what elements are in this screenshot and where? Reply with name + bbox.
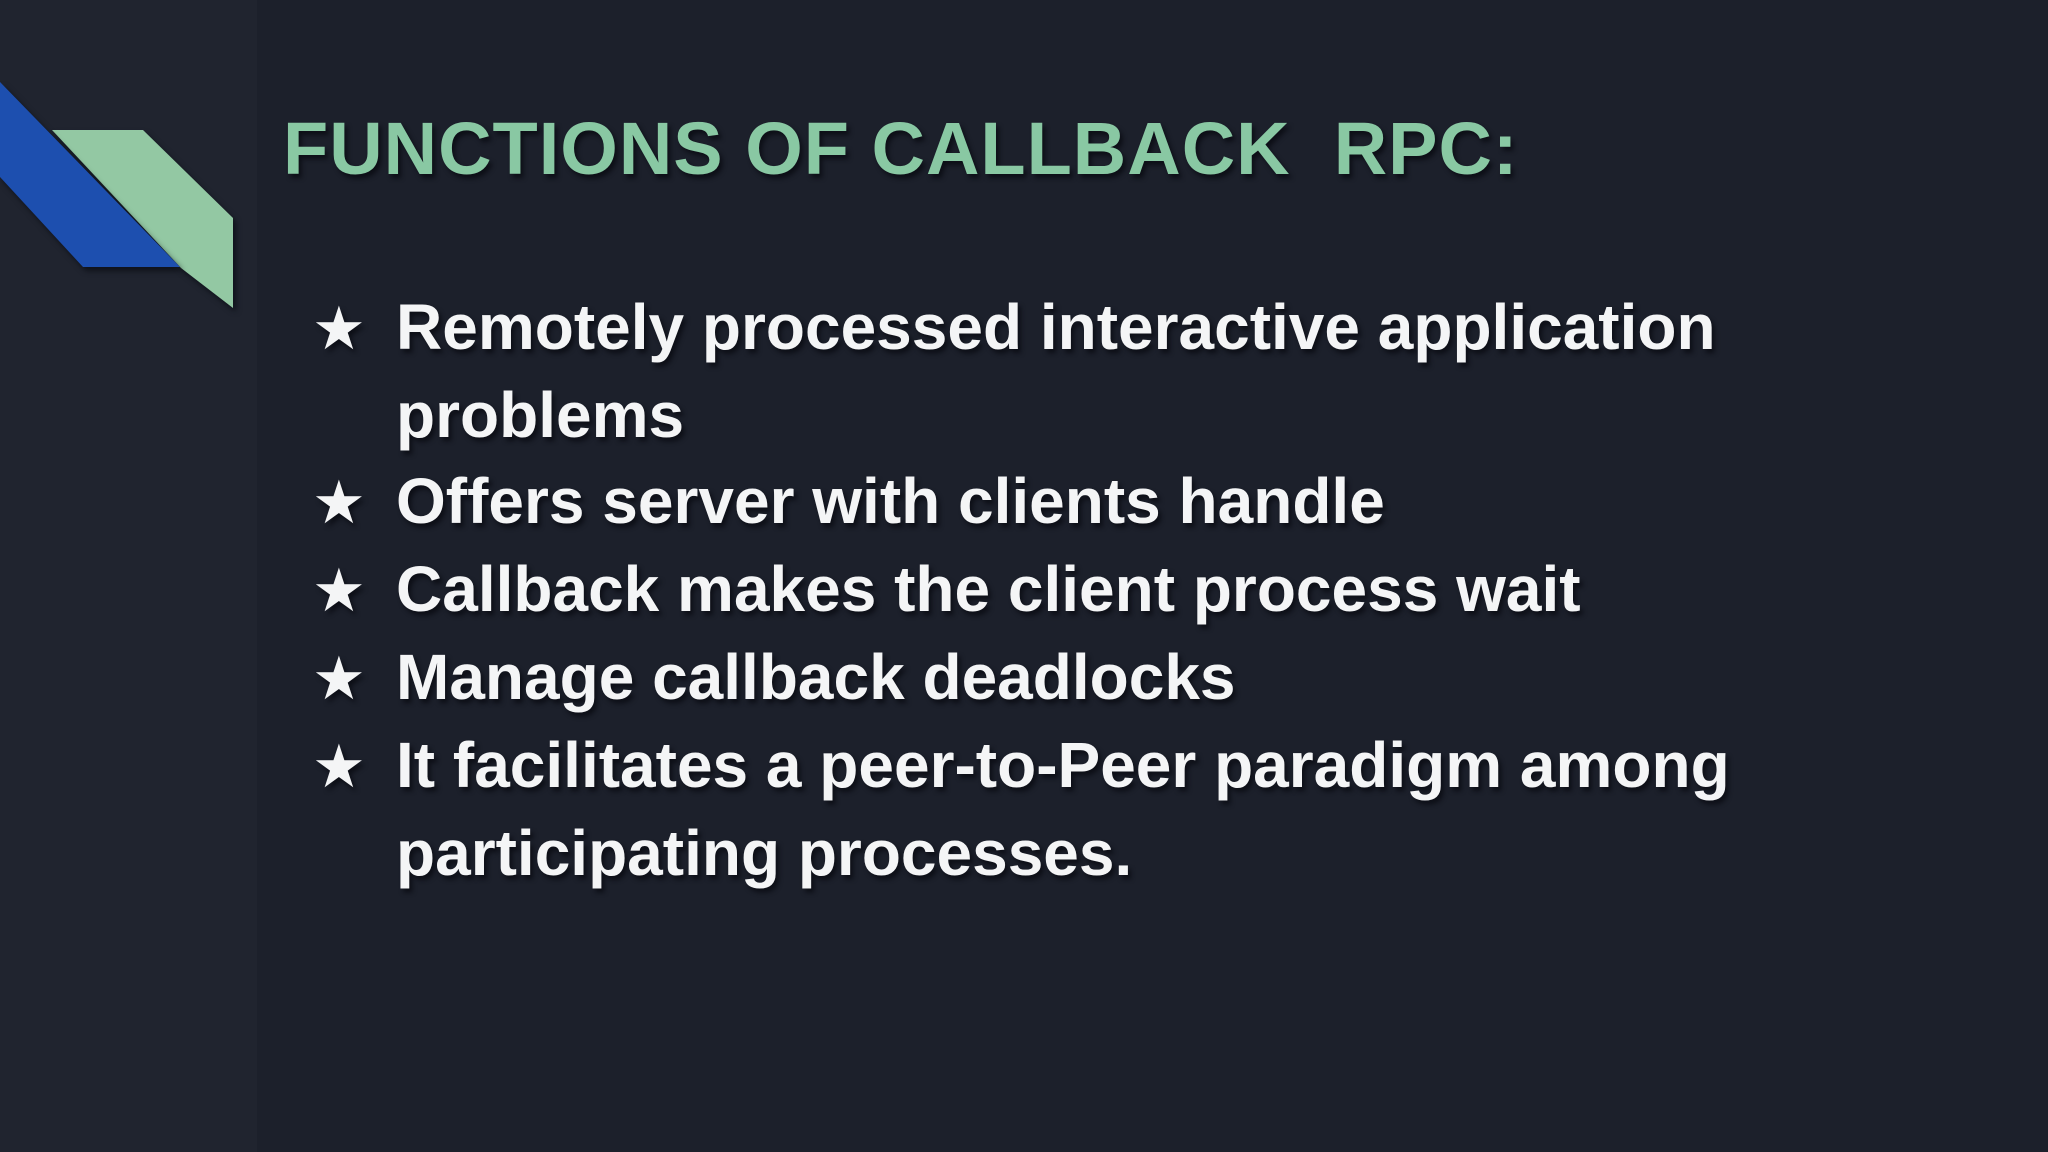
bullet-item: ★ Offers server with clients handle: [312, 458, 1816, 546]
bullet-item: ★ It facilitates a peer-to-Peer paradigm …: [312, 722, 1816, 896]
bullet-item: ★ Callback makes the client process wait: [312, 546, 1816, 634]
bullet-text: Manage callback deadlocks: [396, 641, 1236, 713]
slide-title: FUNCTIONS OF CALLBACK RPC:: [283, 107, 1519, 190]
bullet-text: Offers server with clients handle: [396, 465, 1385, 537]
star-bullet-icon: ★: [312, 645, 366, 712]
star-bullet-icon: ★: [312, 469, 366, 536]
bullet-item: ★ Manage callback deadlocks: [312, 634, 1816, 722]
bullet-text: Remotely processed interactive applicati…: [396, 291, 1716, 451]
bullet-item: ★ Remotely processed interactive applicat…: [312, 284, 1816, 458]
bullet-text: It facilitates a peer-to-Peer paradigm a…: [396, 729, 1730, 889]
star-bullet-icon: ★: [312, 557, 366, 624]
corner-accent-green-shape: [52, 130, 233, 308]
star-bullet-icon: ★: [312, 295, 366, 362]
bullet-text: Callback makes the client process wait: [396, 553, 1581, 625]
corner-accent-blue-shape: [0, 82, 180, 267]
bullet-list: ★ Remotely processed interactive applicat…: [312, 284, 1816, 896]
corner-decoration: [0, 82, 233, 308]
star-bullet-icon: ★: [312, 733, 366, 800]
